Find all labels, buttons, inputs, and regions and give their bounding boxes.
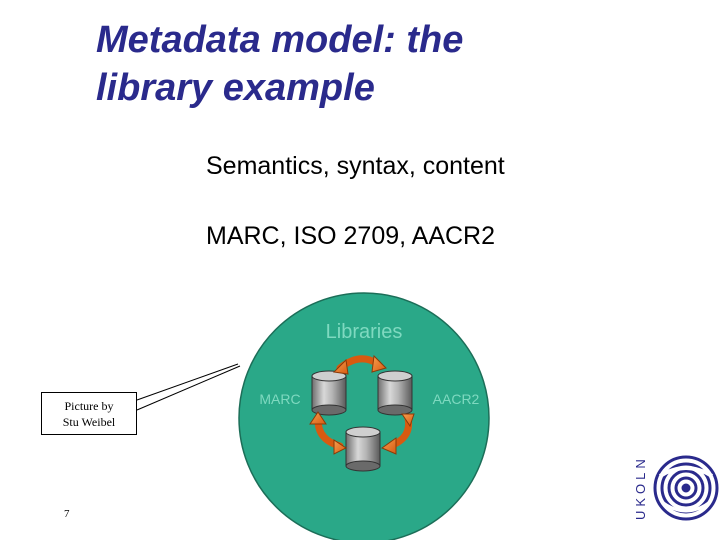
arrowhead-left-icon xyxy=(309,411,327,425)
database-icon-bottom xyxy=(345,426,381,472)
subtitle-semantics: Semantics, syntax, content xyxy=(206,152,505,180)
ukoln-logo: UKOLN xyxy=(633,455,719,521)
logo-swirl-icon xyxy=(653,455,719,521)
libraries-circle xyxy=(238,292,490,540)
libraries-label: Libraries xyxy=(326,321,403,343)
aacr2-label: AACR2 xyxy=(433,391,480,407)
database-icon-right xyxy=(377,370,413,416)
callout-pointer xyxy=(136,363,241,411)
database-icon-left xyxy=(311,370,347,416)
slide-title: Metadata model: the library example xyxy=(96,16,656,112)
marc-label: MARC xyxy=(259,391,300,407)
picture-credit-callout: Picture by Stu Weibel xyxy=(41,392,137,435)
arrowhead-right-icon xyxy=(380,437,397,455)
arrowhead-top-icon xyxy=(371,354,387,373)
logo-text: UKOLN xyxy=(633,455,648,520)
callout-line-1: Picture by xyxy=(64,399,114,413)
slide-number: 7 xyxy=(64,508,70,520)
title-line-1: Metadata model: the xyxy=(96,19,464,61)
cycle-arrows xyxy=(309,354,415,455)
title-line-2: library example xyxy=(96,67,375,109)
subtitle-standards: MARC, ISO 2709, AACR2 xyxy=(206,222,496,250)
callout-line-2: Stu Weibel xyxy=(62,415,116,429)
